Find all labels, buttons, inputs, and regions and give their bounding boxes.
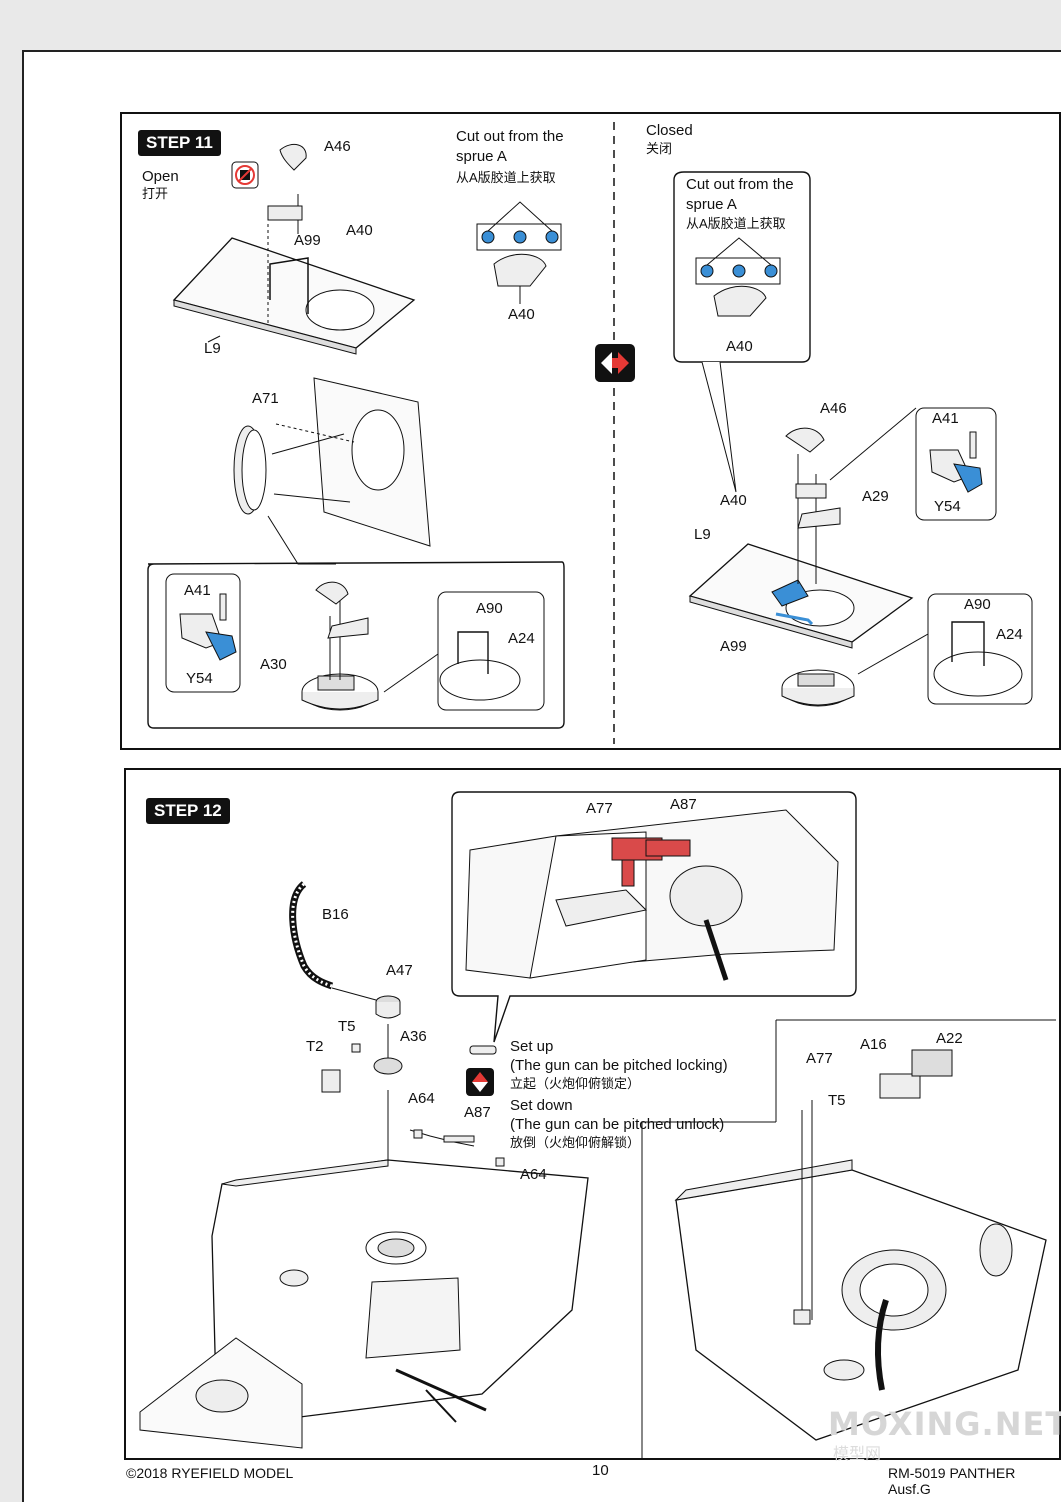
set-up-cn: 立起（火炮仰俯锁定） [510, 1076, 641, 1091]
step11-drawing [147, 122, 1033, 744]
part-label: A40 [720, 492, 747, 509]
part-label: T5 [828, 1092, 846, 1109]
part-label: A40 [508, 306, 535, 323]
set-down-cn: 放倒（火炮仰俯解锁） [510, 1135, 641, 1150]
part-label: A99 [720, 638, 747, 655]
cut-out-left-line1: Cut out from the [456, 128, 564, 145]
part-label: L9 [694, 526, 711, 543]
part-label: A40 [726, 338, 753, 355]
part-label: A87 [464, 1104, 491, 1121]
part-label: A36 [400, 1028, 427, 1045]
part-label: A77 [806, 1050, 833, 1067]
cut-out-left-line2: sprue A [456, 148, 507, 165]
watermark: MOXING.NET [828, 1405, 1061, 1443]
set-up-title: Set up [510, 1038, 554, 1055]
footer-product: RM-5019 PANTHER Ausf.G [888, 1465, 1016, 1497]
part-label: A64 [520, 1166, 547, 1183]
cut-out-right-cn: 从A版胶道上获取 [686, 216, 786, 231]
part-label: A90 [476, 600, 503, 617]
closed-label: Closed [646, 122, 693, 139]
part-label: A99 [294, 232, 321, 249]
open-label: Open [142, 168, 179, 185]
cut-out-left-cn: 从A版胶道上获取 [456, 170, 556, 185]
part-label: A24 [996, 626, 1023, 643]
step12-badge: STEP 12 [146, 798, 230, 824]
watermark-sub: 模型网 [833, 1446, 882, 1463]
no-entry-icon [231, 161, 259, 189]
part-label: A24 [508, 630, 535, 647]
part-label: A41 [932, 410, 959, 427]
part-label: T5 [338, 1018, 356, 1035]
part-label: A41 [184, 582, 211, 599]
set-up-desc: (The gun can be pitched locking) [510, 1057, 728, 1074]
part-label: A22 [936, 1030, 963, 1047]
part-label: A64 [408, 1090, 435, 1107]
footer-page-number: 10 [592, 1462, 609, 1479]
closed-label-cn: 关闭 [646, 141, 673, 156]
part-label: A47 [386, 962, 413, 979]
step12-panel: STEP 12 [124, 768, 1061, 1460]
part-label: A46 [820, 400, 847, 417]
part-label: A46 [324, 138, 351, 155]
part-label: A77 [586, 800, 613, 817]
set-down-desc: (The gun can be pitched unlock) [510, 1116, 725, 1133]
up-down-arrows-icon [466, 1068, 494, 1096]
step11-badge: STEP 11 [138, 130, 221, 156]
cut-out-right-line1: Cut out from the [686, 176, 794, 193]
part-label: A90 [964, 596, 991, 613]
step11-panel: STEP 11 Open 打开 Cut out from the sprue A… [120, 112, 1061, 750]
footer-copyright: ©2018 RYEFIELD MODEL [126, 1465, 294, 1481]
step12-drawing [139, 791, 1056, 1458]
part-label: A29 [862, 488, 889, 505]
part-label: A40 [346, 222, 373, 239]
cut-out-right-line2: sprue A [686, 196, 737, 213]
part-label: Y54 [186, 670, 213, 687]
part-label: B16 [322, 906, 349, 923]
part-label: A71 [252, 390, 279, 407]
swap-arrows-icon [595, 344, 635, 382]
part-label: T2 [306, 1038, 324, 1055]
part-label: A16 [860, 1036, 887, 1053]
open-label-cn: 打开 [142, 186, 169, 201]
set-down-title: Set down [510, 1097, 573, 1114]
part-label: Y54 [934, 498, 961, 515]
part-label: L9 [204, 340, 221, 357]
part-label: A87 [670, 796, 697, 813]
part-label: A30 [260, 656, 287, 673]
